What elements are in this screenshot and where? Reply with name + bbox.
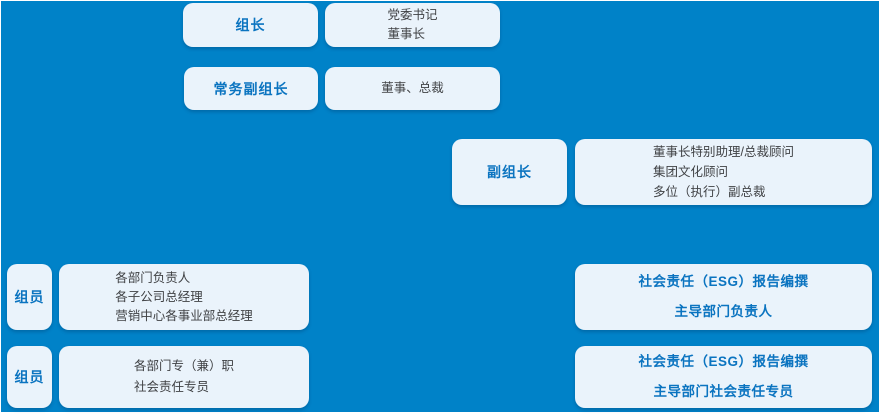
leader-role-label: 组长	[235, 17, 266, 33]
deputy-holders: 董事长特别助理/总裁顾问 集团文化顾问 多位（执行）副总裁	[653, 142, 794, 202]
holder-line: 各部门负责人	[115, 270, 191, 285]
esg-lead-department-lines: 社会责任（ESG）报告编撰 主导部门负责人	[638, 267, 808, 327]
holder-line: 集团文化顾问	[653, 165, 729, 179]
esg-lead-specialist-lines: 社会责任（ESG）报告编撰 主导部门社会责任专员	[638, 347, 808, 407]
node-deputy-role-box: 副组长	[452, 139, 567, 205]
node-members1-role-box: 组员	[7, 264, 52, 330]
members2-holders: 各部门专（兼）职 社会责任专员	[134, 356, 234, 398]
holder-line: 董事、总裁	[381, 81, 444, 95]
members1-role-label: 组员	[14, 289, 45, 305]
leader-holders: 党委书记 董事长	[387, 6, 437, 44]
holder-line: 董事长	[387, 27, 425, 41]
esg-line: 社会责任（ESG）报告编撰	[638, 354, 809, 369]
node-leader-holders-box: 党委书记 董事长	[325, 3, 500, 47]
holder-line: 营销中心各事业部总经理	[115, 308, 253, 323]
node-executive-deputy-holders-box: 董事、总裁	[325, 67, 500, 110]
holder-line: 党委书记	[387, 8, 438, 22]
holder-line: 社会责任专员	[133, 380, 209, 394]
holder-line: 董事长特别助理/总裁顾问	[653, 145, 794, 159]
node-members2-holders-box: 各部门专（兼）职 社会责任专员	[59, 346, 309, 408]
node-executive-deputy-role-box: 常务副组长	[184, 67, 318, 110]
node-deputy-holders-box: 董事长特别助理/总裁顾问 集团文化顾问 多位（执行）副总裁	[575, 139, 872, 205]
node-esg-lead-specialist-box: 社会责任（ESG）报告编撰 主导部门社会责任专员	[575, 346, 872, 408]
esg-line: 主导部门社会责任专员	[653, 384, 794, 399]
esg-line: 社会责任（ESG）报告编撰	[638, 274, 809, 289]
node-members2-role-box: 组员	[7, 346, 52, 408]
node-members1-holders-box: 各部门负责人 各子公司总经理 营销中心各事业部总经理	[59, 264, 309, 330]
holder-line: 多位（执行）副总裁	[653, 185, 766, 199]
executive-deputy-holders: 董事、总裁	[381, 79, 444, 98]
members2-role-label: 组员	[14, 369, 45, 385]
node-esg-lead-department-box: 社会责任（ESG）报告编撰 主导部门负责人	[575, 264, 872, 330]
deputy-role-label: 副组长	[487, 164, 532, 180]
holder-line: 各子公司总经理	[115, 289, 203, 304]
executive-deputy-role-label: 常务副组长	[213, 80, 289, 97]
holder-line: 各部门专（兼）职	[133, 359, 234, 373]
node-leader-role-box: 组长	[183, 3, 318, 47]
members1-holders: 各部门负责人 各子公司总经理 营销中心各事业部总经理	[115, 269, 253, 326]
esg-line: 主导部门负责人	[674, 304, 773, 319]
